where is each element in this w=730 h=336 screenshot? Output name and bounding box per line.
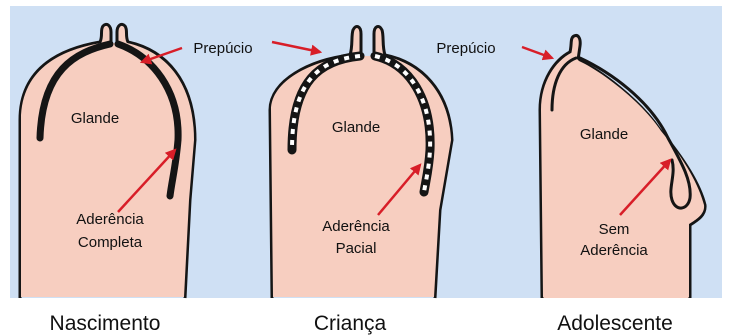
adhesion-label-line1-crianca: Aderência	[322, 218, 390, 235]
caption-adolescente: Adolescente	[557, 312, 673, 335]
adhesion-label-line1-adolescente: Sem	[599, 221, 630, 238]
glans-label-adolescente: Glande	[580, 126, 628, 143]
caption-nascimento: Nascimento	[50, 312, 161, 335]
caption-crianca: Criança	[314, 312, 387, 335]
skin-fill-nascimento	[21, 43, 194, 297]
adhesion-label-line1-nascimento: Aderência	[76, 211, 144, 228]
adhesion-label-line2-nascimento: Completa	[78, 234, 143, 251]
prepuce-label-nascimento: Prepúcio	[193, 40, 252, 57]
adhesion-label-line2-adolescente: Aderência	[580, 242, 648, 259]
glans-label-crianca: Glande	[332, 119, 380, 136]
adhesion-label-line2-crianca: Pacial	[336, 240, 377, 257]
glans-label-nascimento: Glande	[71, 110, 119, 127]
prepuce-label-adolescente: Prepúcio	[436, 40, 495, 57]
